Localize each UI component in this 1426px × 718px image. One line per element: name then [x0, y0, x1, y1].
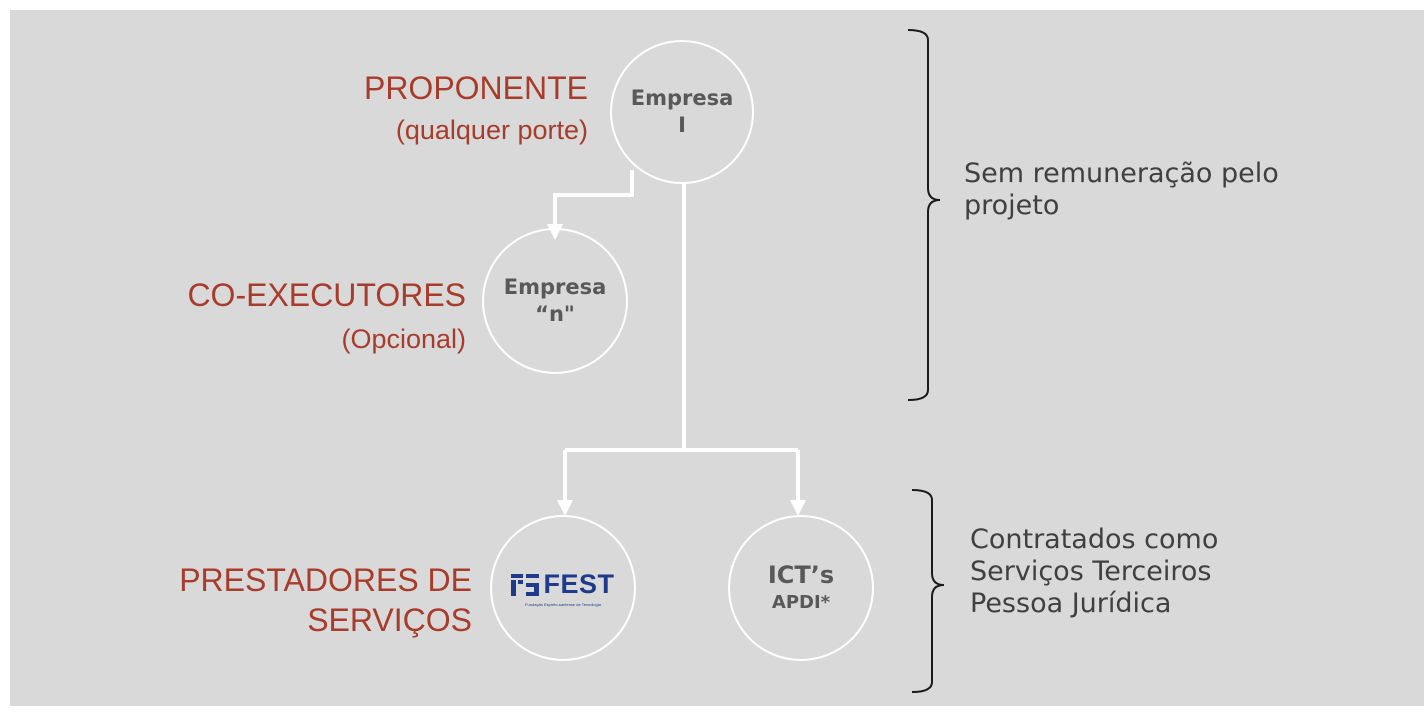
fest-logo: FEST — [511, 569, 614, 600]
note-bottom-line1: Contratados como — [970, 524, 1219, 555]
node-icts: ICT’s APDI* — [728, 515, 874, 661]
bracket-top — [907, 29, 941, 401]
note-contratados: Contratados como Serviços Terceiros Pess… — [970, 524, 1218, 620]
prestadores-line2: SERVIÇOS — [307, 602, 472, 638]
fest-logo-icon — [511, 573, 540, 596]
node-empresa-i-line2: I — [678, 113, 686, 137]
node-icts-line2: APDI* — [771, 592, 831, 613]
prestadores-line1: PRESTADORES DE — [179, 562, 472, 598]
connector-empresa-i-to-n — [547, 170, 634, 240]
node-empresa-i-line1: Empresa — [630, 86, 734, 110]
note-top-line1: Sem remuneração pelo — [964, 158, 1279, 189]
fest-tagline: Fundação Espírito-santense de Tecnologia — [525, 602, 601, 607]
proponente-title: PROPONENTE — [363, 70, 588, 106]
coexecutores-subtitle: (Opcional) — [341, 324, 466, 354]
node-empresa-n-line1: Empresa — [503, 275, 607, 299]
note-bottom-line3: Pessoa Jurídica — [970, 588, 1172, 619]
proponente-subtitle: (qualquer porte) — [395, 115, 588, 145]
connector-lines — [547, 29, 945, 693]
note-top-line2: projeto — [964, 190, 1060, 221]
diagram-canvas: PROPONENTE (qualquer porte) CO-EXECUTORE… — [10, 10, 1424, 706]
note-sem-remuneracao: Sem remuneração pelo projeto — [964, 158, 1279, 222]
node-empresa-n-line2: “n" — [535, 302, 575, 326]
node-icts-line1: ICT’s — [767, 561, 835, 589]
node-empresa-i: Empresa I — [610, 40, 754, 184]
bracket-bottom — [911, 489, 945, 693]
fest-logo-text: FEST — [543, 569, 615, 599]
coexecutores-title: CO-EXECUTORES — [187, 277, 466, 313]
note-bottom-line2: Serviços Terceiros — [970, 556, 1212, 587]
node-fest: FEST Fundação Espírito-santense de Tecno… — [490, 515, 636, 661]
node-empresa-n: Empresa “n" — [482, 228, 628, 374]
